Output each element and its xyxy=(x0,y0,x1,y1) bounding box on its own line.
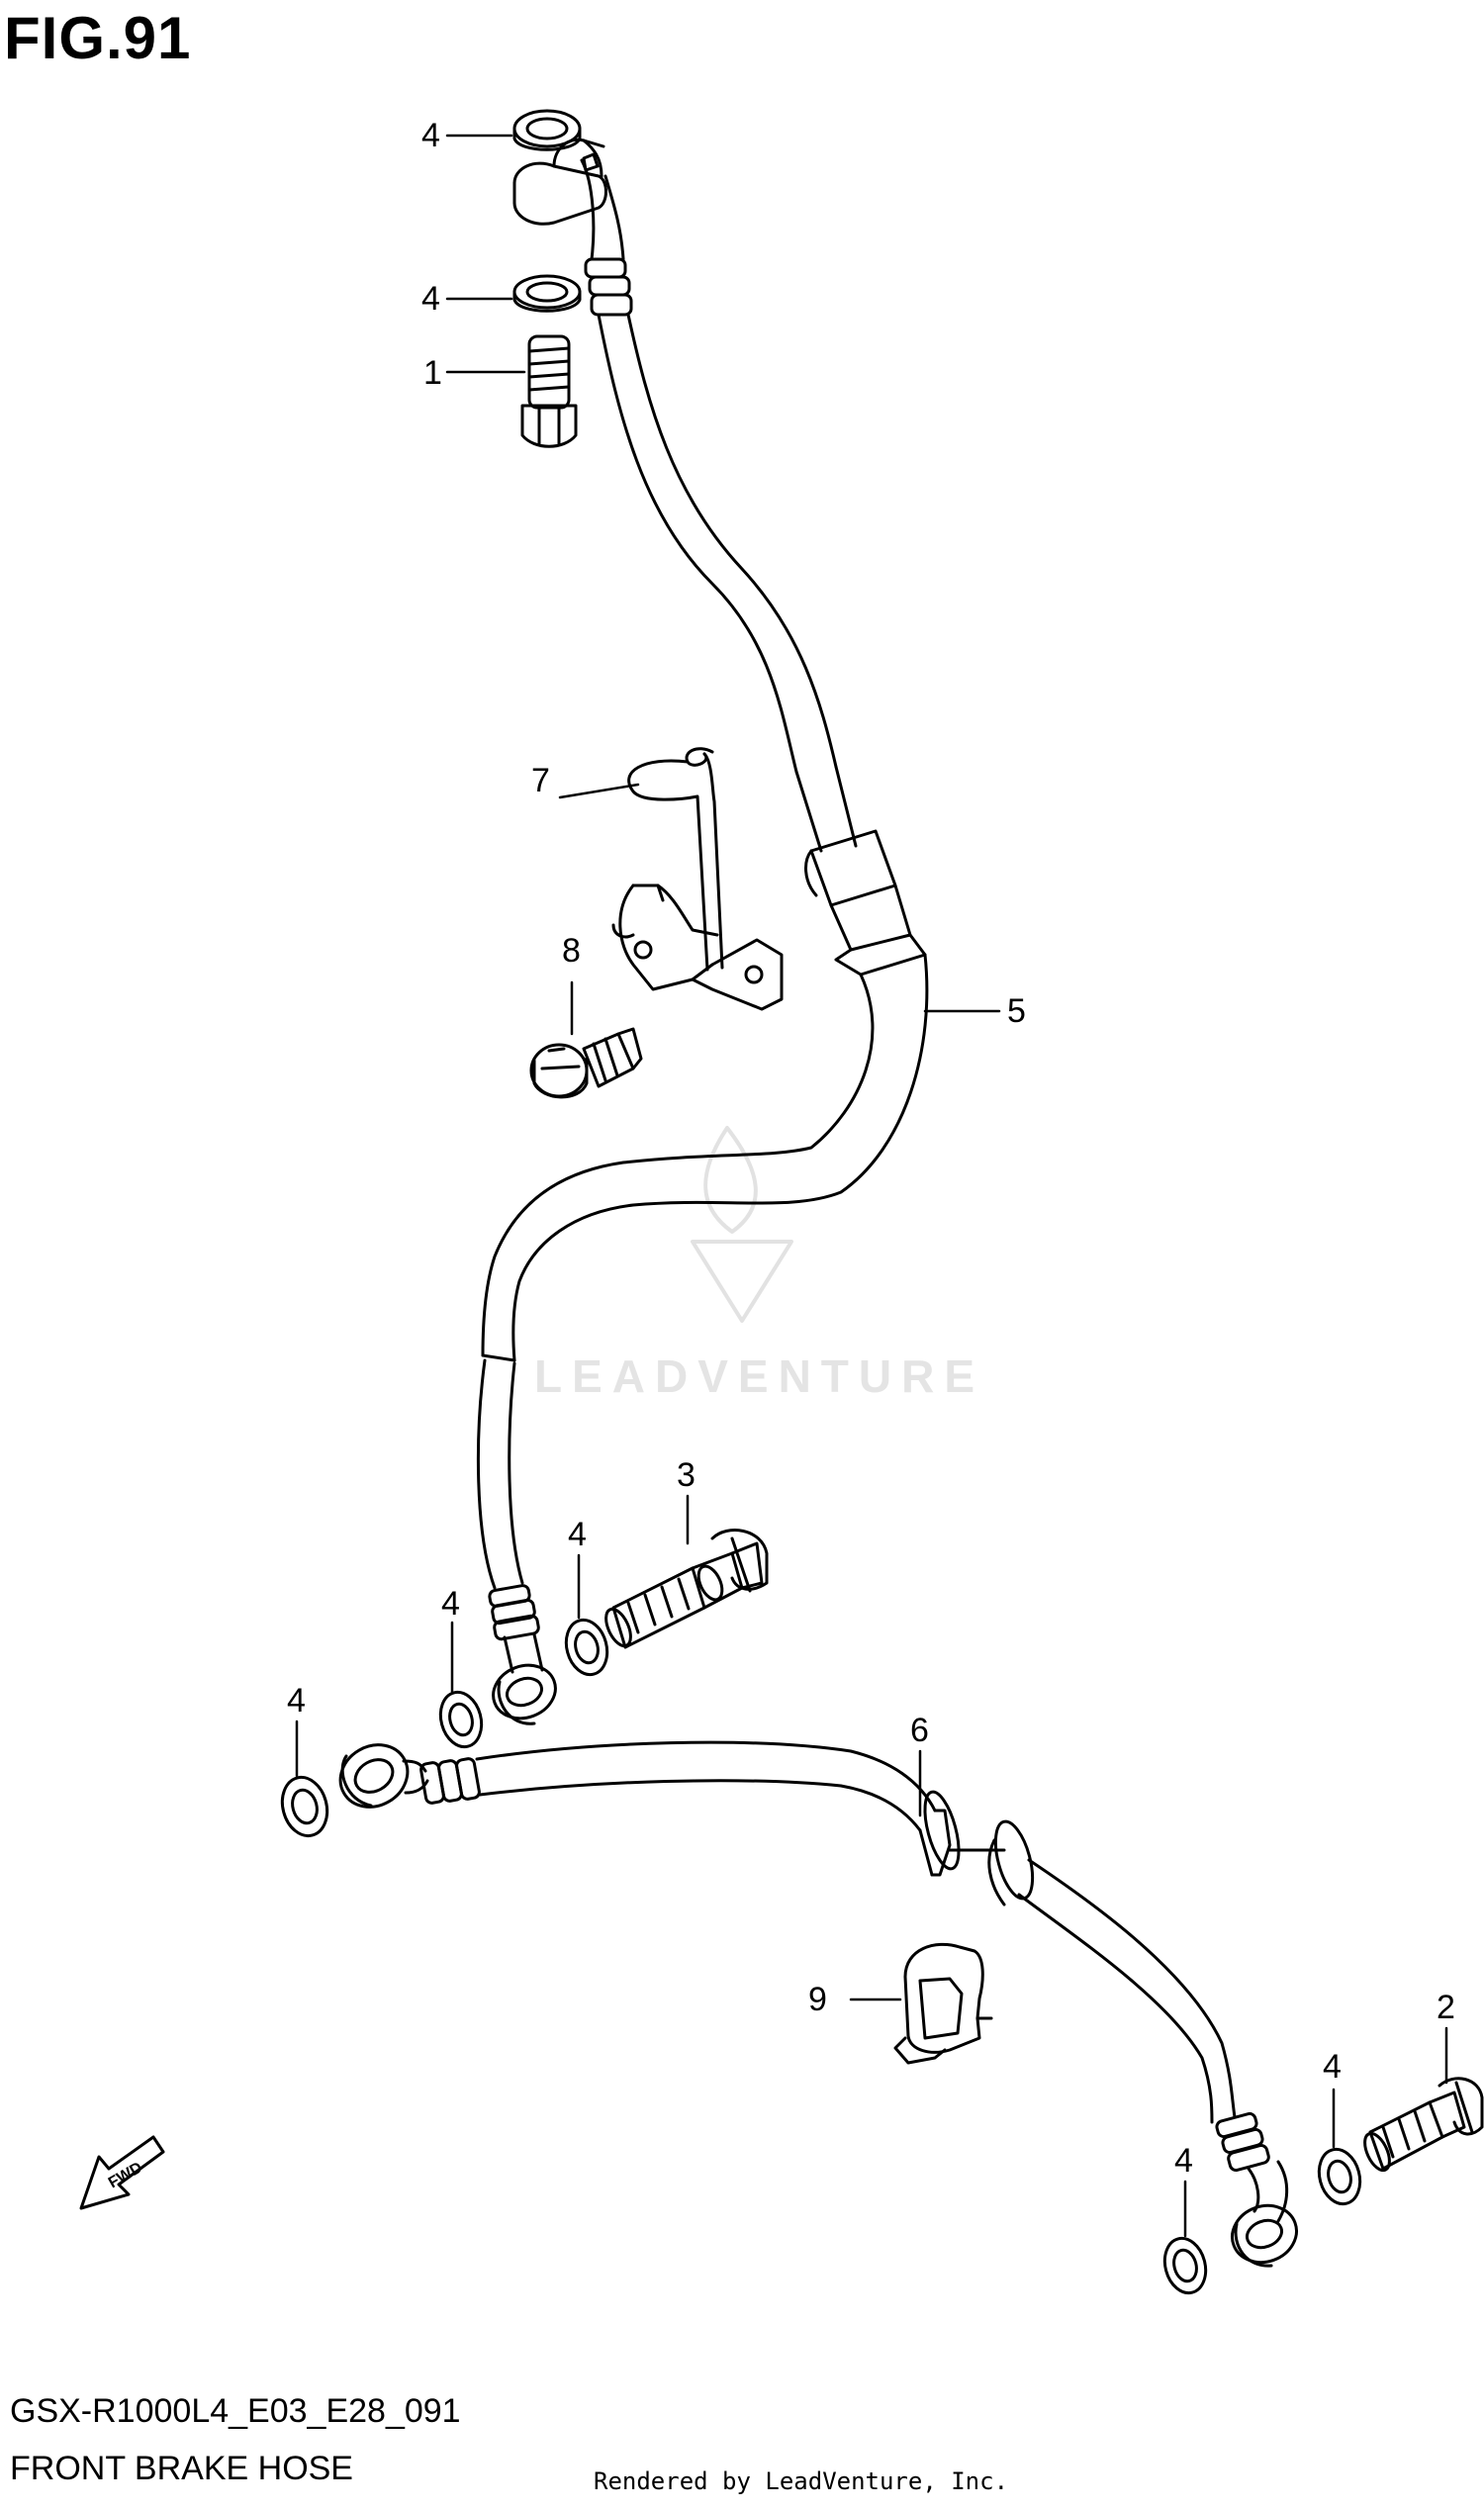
union-bolt-top[interactable] xyxy=(520,334,578,448)
washer-top-2[interactable] xyxy=(512,274,582,313)
callout-4: 4 xyxy=(1174,2142,1193,2180)
union-bolt-right[interactable] xyxy=(1359,2077,1484,2175)
callout-4: 4 xyxy=(421,280,440,318)
callout-4: 4 xyxy=(1323,2048,1342,2086)
fwd-arrow-icon: FWD xyxy=(79,2135,165,2210)
figure-name: FRONT BRAKE HOSE xyxy=(10,2450,353,2487)
brake-hose-lower[interactable] xyxy=(329,1733,1305,2272)
callout-4: 4 xyxy=(287,1682,306,1720)
clamp-bolt[interactable] xyxy=(529,1027,643,1099)
callout-7: 7 xyxy=(531,762,550,799)
callout-9: 9 xyxy=(808,1981,827,2018)
callout-2: 2 xyxy=(1437,1989,1455,2026)
callout-1: 1 xyxy=(423,354,442,392)
callout-3: 3 xyxy=(677,1456,696,1494)
callout-4: 4 xyxy=(421,117,440,154)
washer-top-1[interactable] xyxy=(512,109,582,151)
washer-lower-right[interactable] xyxy=(1313,2145,1365,2208)
hose-clamp-bracket[interactable] xyxy=(611,747,784,1011)
render-credit: Rendered by LeadVenture, Inc. xyxy=(594,2467,1009,2495)
union-bolt-mid[interactable] xyxy=(601,1529,769,1650)
brake-hose-upper[interactable] xyxy=(476,138,929,1726)
washer-mid-left[interactable] xyxy=(434,1688,487,1751)
washer-mid-right[interactable] xyxy=(560,1616,612,1679)
hose-grommet[interactable] xyxy=(893,1942,993,2065)
washer-lower-mid[interactable] xyxy=(1159,2234,1211,2297)
leader-lines xyxy=(295,134,1448,2238)
callout-8: 8 xyxy=(562,932,581,970)
model-code: GSX-R1000L4_E03_E28_091 xyxy=(10,2392,461,2430)
callout-6: 6 xyxy=(910,1712,929,1749)
callout-4: 4 xyxy=(568,1516,587,1553)
callout-5: 5 xyxy=(1007,992,1026,1030)
figure-title: FIG.91 xyxy=(4,5,192,71)
callout-4: 4 xyxy=(441,1585,460,1623)
watermark-text: LEADVENTURE xyxy=(534,1350,985,1402)
watermark-logo xyxy=(691,1126,793,1323)
washer-lower-left[interactable] xyxy=(276,1772,333,1840)
